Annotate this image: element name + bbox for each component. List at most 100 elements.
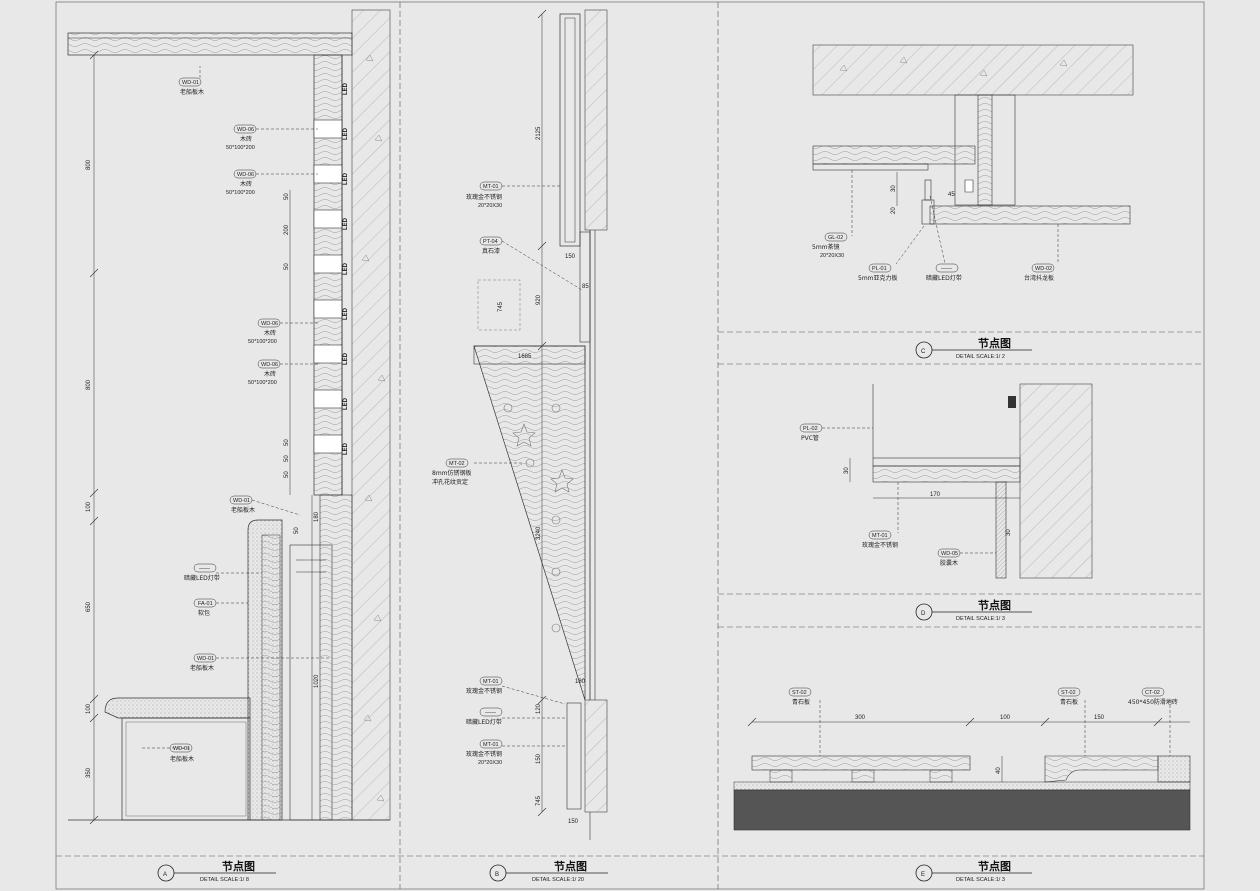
dim-b-12: 745 — [536, 795, 542, 806]
callout-code: WD-06 — [261, 362, 278, 368]
callout-size: 50*100*200 — [226, 190, 255, 196]
callout-code: WD-06 — [261, 321, 278, 327]
callout-text: 软包 — [198, 609, 210, 617]
dim-a-11: 100 — [86, 703, 92, 714]
callout-text: 5mm亚克力板 — [858, 274, 898, 282]
detail-a-labels: WD-01 老船板木 WD-06 木砖 50*100*200 WD-06 木砖 … — [86, 77, 320, 778]
callout-code: MT-01 — [483, 742, 499, 748]
callout-pt04: PT-04 真石漆 — [479, 236, 503, 255]
callout-code: ST-02 — [792, 690, 807, 696]
callout-mt01-top: MT-01 玫瑰金不锈钢 20*20X30 — [466, 181, 503, 209]
dim-a-9: 100 — [86, 501, 92, 512]
callout-text: 胶囊木 — [940, 559, 958, 567]
dim-a-6: 50 — [284, 439, 290, 446]
led-mark-2: LED — [343, 127, 349, 140]
dim-a-15: 50 — [294, 527, 300, 534]
detail-d-drawing — [822, 383, 1093, 579]
callout-size: 50*100*200 — [226, 145, 255, 151]
callout-pl02: PL-02 PVC管 — [799, 423, 823, 442]
detail-title: 节点图 — [554, 859, 587, 873]
callout-code: WD-01 — [233, 498, 250, 504]
callout-code: WD-05 — [941, 551, 958, 557]
callout-text: 玫瑰金不锈钢 — [466, 687, 502, 695]
callout-code: WD-01 — [173, 746, 190, 752]
callout-size: 20*20X30 — [478, 760, 502, 766]
callout-gl02: GL-02 5mm茶镜 20*20X30 — [812, 232, 848, 259]
callout-code: PL-02 — [803, 426, 818, 432]
callout-code: PL-01 — [872, 266, 887, 272]
callout-code: WD-06 — [237, 172, 254, 178]
dim-b-11: 150 — [568, 819, 579, 825]
title-block-b: B 节点图 DETAIL SCALE:1/ 20 — [489, 859, 608, 883]
callout-text: 台湾抖龙板 — [1024, 274, 1054, 282]
callout-st02-right: ST-02 青石板 — [1057, 687, 1081, 706]
callout-size: 20*20X30 — [820, 253, 844, 259]
detail-title: 节点图 — [978, 336, 1011, 350]
detail-scale: DETAIL SCALE:1/ 3 — [956, 877, 1005, 883]
led-mark-9: LED — [343, 442, 349, 455]
callout-code: CT-02 — [1145, 690, 1160, 696]
callout-text: 玫瑰金不锈钢 — [466, 750, 502, 758]
callout-wd06-3: WD-06 木砖 50*100*200 — [248, 318, 281, 345]
callout-code: —— — [941, 266, 953, 272]
callout-text: 玫瑰金不锈钢 — [466, 193, 502, 201]
callout-wd06-1: WD-06 木砖 50*100*200 — [226, 124, 257, 151]
callout-fa01: FA-01 软包 — [193, 598, 217, 617]
sheet-frame — [55, 1, 1205, 890]
dim-a-4: 200 — [284, 224, 290, 235]
callout-code: WD-06 — [237, 127, 254, 133]
dim-a-14: 180 — [314, 511, 320, 522]
detail-b-drawing — [473, 9, 608, 840]
callout-text: 真石漆 — [482, 247, 500, 255]
callout-code: FA-01 — [198, 601, 213, 607]
callout-text: PVC管 — [801, 434, 819, 442]
dim-b-3: 745 — [498, 301, 504, 312]
callout-size: 20*20X30 — [478, 203, 502, 209]
dim-a-8: 50 — [284, 471, 290, 478]
callout-wd01-top: WD-01 老船板木 — [178, 77, 204, 96]
dim-a-10: 650 — [86, 601, 92, 612]
title-block-e: E 节点图 DETAIL SCALE:1/ 3 — [915, 859, 1032, 883]
detail-id: D — [921, 611, 926, 617]
callout-code: MT-01 — [483, 679, 499, 685]
detail-c-drawing — [812, 44, 1134, 265]
detail-e-drawing — [733, 700, 1191, 831]
dim-d-1: 30 — [844, 467, 850, 474]
callout-mt01-d: MT-01 玫瑰金不锈钢 — [862, 530, 898, 549]
dim-e-2: 100 — [1000, 715, 1011, 721]
led-mark-1: LED — [343, 82, 349, 95]
dim-a-7: 50 — [284, 455, 290, 462]
dim-d-2: 170 — [930, 492, 941, 498]
callout-code: PT-04 — [483, 239, 498, 245]
callout-text: 暗藏LED灯带 — [466, 718, 502, 726]
led-mark-4: LED — [343, 217, 349, 230]
callout-code: WD-01 — [197, 656, 214, 662]
dim-b-9: 120 — [536, 703, 542, 714]
callout-text: 老船板木 — [231, 506, 255, 514]
title-block-a: A 节点图 DETAIL SCALE:1/ 8 — [157, 859, 276, 883]
detail-scale: DETAIL SCALE:1/ 2 — [956, 354, 1005, 360]
callout-text: 暗藏LED灯带 — [184, 574, 220, 582]
detail-scale: DETAIL SCALE:1/ 8 — [200, 877, 249, 883]
callout-code: ST-02 — [1061, 690, 1076, 696]
dim-b-4: 1685 — [518, 354, 532, 360]
callout-text: 木砖 — [264, 329, 276, 337]
callout-mt01-mid: MT-01 玫瑰金不锈钢 — [466, 676, 503, 695]
led-mark-3: LED — [343, 172, 349, 185]
title-block-c: C 节点图 DETAIL SCALE:1/ 2 — [915, 336, 1032, 360]
detail-a-drawing: LED LED LED LED LED LED LED LED LED — [67, 9, 391, 825]
callout-code: MT-02 — [449, 461, 465, 467]
callout-wd01-mid: WD-01 老船板木 — [229, 495, 255, 514]
dim-c-3: 45 — [948, 192, 955, 198]
callout-text: 木砖 — [240, 180, 252, 188]
dim-a-12: 350 — [86, 767, 92, 778]
callout-ct02: CT-02 450*450防滑地砖 — [1128, 687, 1178, 706]
detail-title: 节点图 — [978, 859, 1011, 873]
dim-e-3: 150 — [1094, 715, 1105, 721]
callout-led-b: —— 暗藏LED灯带 — [466, 707, 503, 726]
callout-code: GL-02 — [828, 235, 843, 241]
detail-scale: DETAIL SCALE:1/ 3 — [956, 616, 1005, 622]
callout-text: 玫瑰金不锈钢 — [862, 541, 898, 549]
led-mark-6: LED — [343, 307, 349, 320]
callout-code: WD-02 — [1035, 266, 1052, 272]
